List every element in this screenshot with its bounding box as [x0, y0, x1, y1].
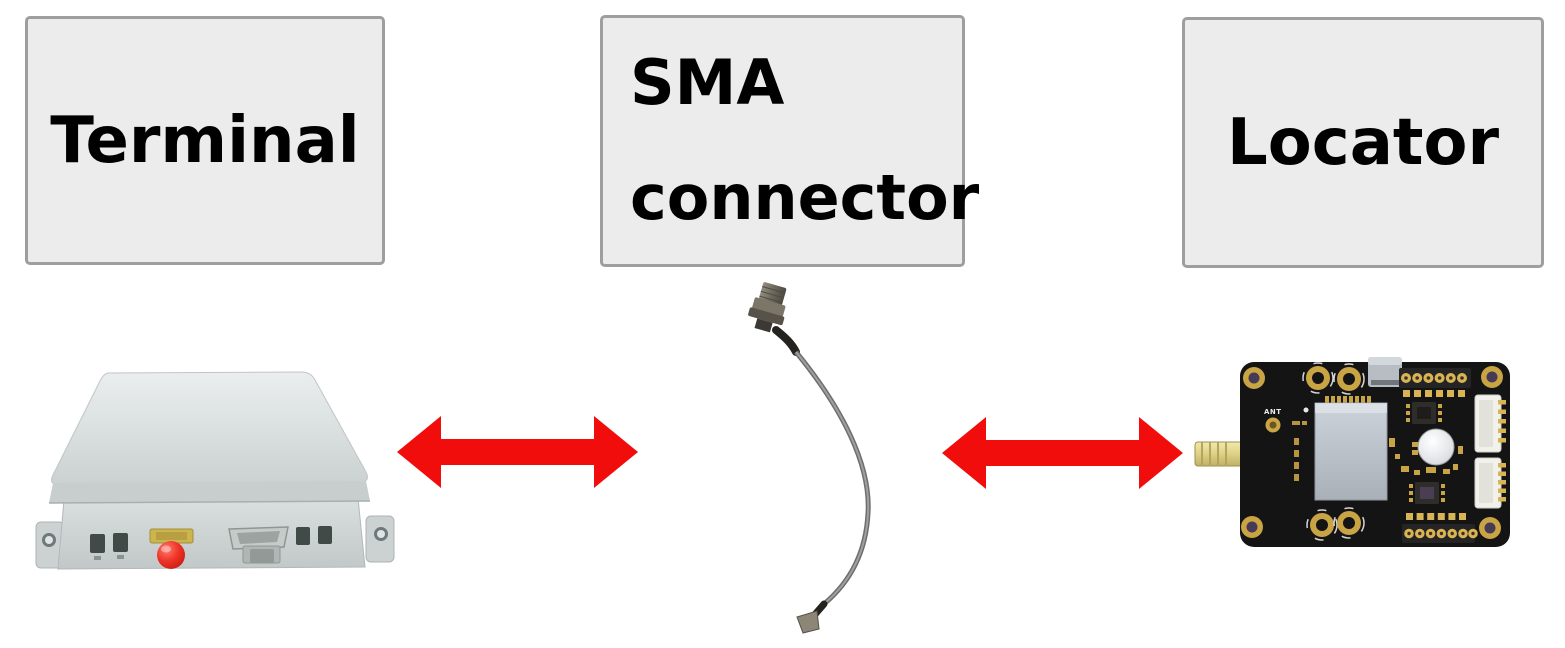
silkscreen-marks: [1292, 421, 1307, 481]
module-castellation: [1325, 396, 1371, 404]
arrow-shape: [942, 417, 1183, 489]
jst-connector-upper: [1474, 394, 1506, 453]
silkscreen-dot: [1303, 407, 1309, 413]
sma-locator-bidirectional-arrow-icon: [942, 417, 1183, 489]
db9-serial-connector: [228, 526, 289, 564]
micro-usb-port: [1368, 357, 1402, 387]
coax-cable: [794, 350, 871, 606]
bottom-gold-pads: [1306, 507, 1365, 541]
front-vent-holes: [90, 526, 332, 560]
jst-connector-lower: [1474, 457, 1506, 509]
ear-screw-holes: [42, 527, 388, 547]
terminal-label: Terminal: [50, 103, 360, 178]
locator-label: Locator: [1227, 105, 1499, 180]
corner-mounting-holes: [1241, 366, 1503, 539]
sma-pigtail-cable-photo: [748, 282, 871, 634]
ic-chip-upper: [1406, 402, 1442, 424]
enclosure-lid: [51, 371, 368, 486]
sma-label-line1: SMA: [630, 46, 785, 120]
ic-chip-lower: [1409, 482, 1445, 504]
locator-label-box: Locator: [1182, 17, 1544, 268]
antenna-feed-pad: [1265, 417, 1281, 433]
sma-female-connector: [748, 282, 787, 333]
enclosure-lid-edge: [49, 481, 370, 503]
sma-connector-label-box: SMA connector: [600, 15, 980, 267]
sma-label-line2: connector: [630, 161, 980, 234]
rf-shield-module: [1314, 402, 1388, 501]
ant-silkscreen-label: ANT: [1264, 408, 1282, 416]
ipex-connector-tip: [796, 610, 820, 634]
top-pin-header: [1399, 368, 1471, 397]
terminal-label-box: Terminal: [25, 16, 385, 265]
top-gold-pads: [1302, 362, 1365, 395]
antenna-port-red-cap: [149, 528, 194, 569]
round-silver-component: [1417, 428, 1455, 466]
arrow-shape: [397, 416, 638, 488]
cable-sleeve-top: [772, 326, 800, 356]
locator-pcb-photo: ANT: [1194, 357, 1510, 547]
bottom-pin-header: [1402, 513, 1478, 543]
passive-component-pads: [1389, 438, 1463, 475]
terminal-device-photo: [35, 371, 395, 570]
lid-seam: [48, 500, 371, 504]
terminal-sma-bidirectional-arrow-icon: [397, 416, 638, 488]
